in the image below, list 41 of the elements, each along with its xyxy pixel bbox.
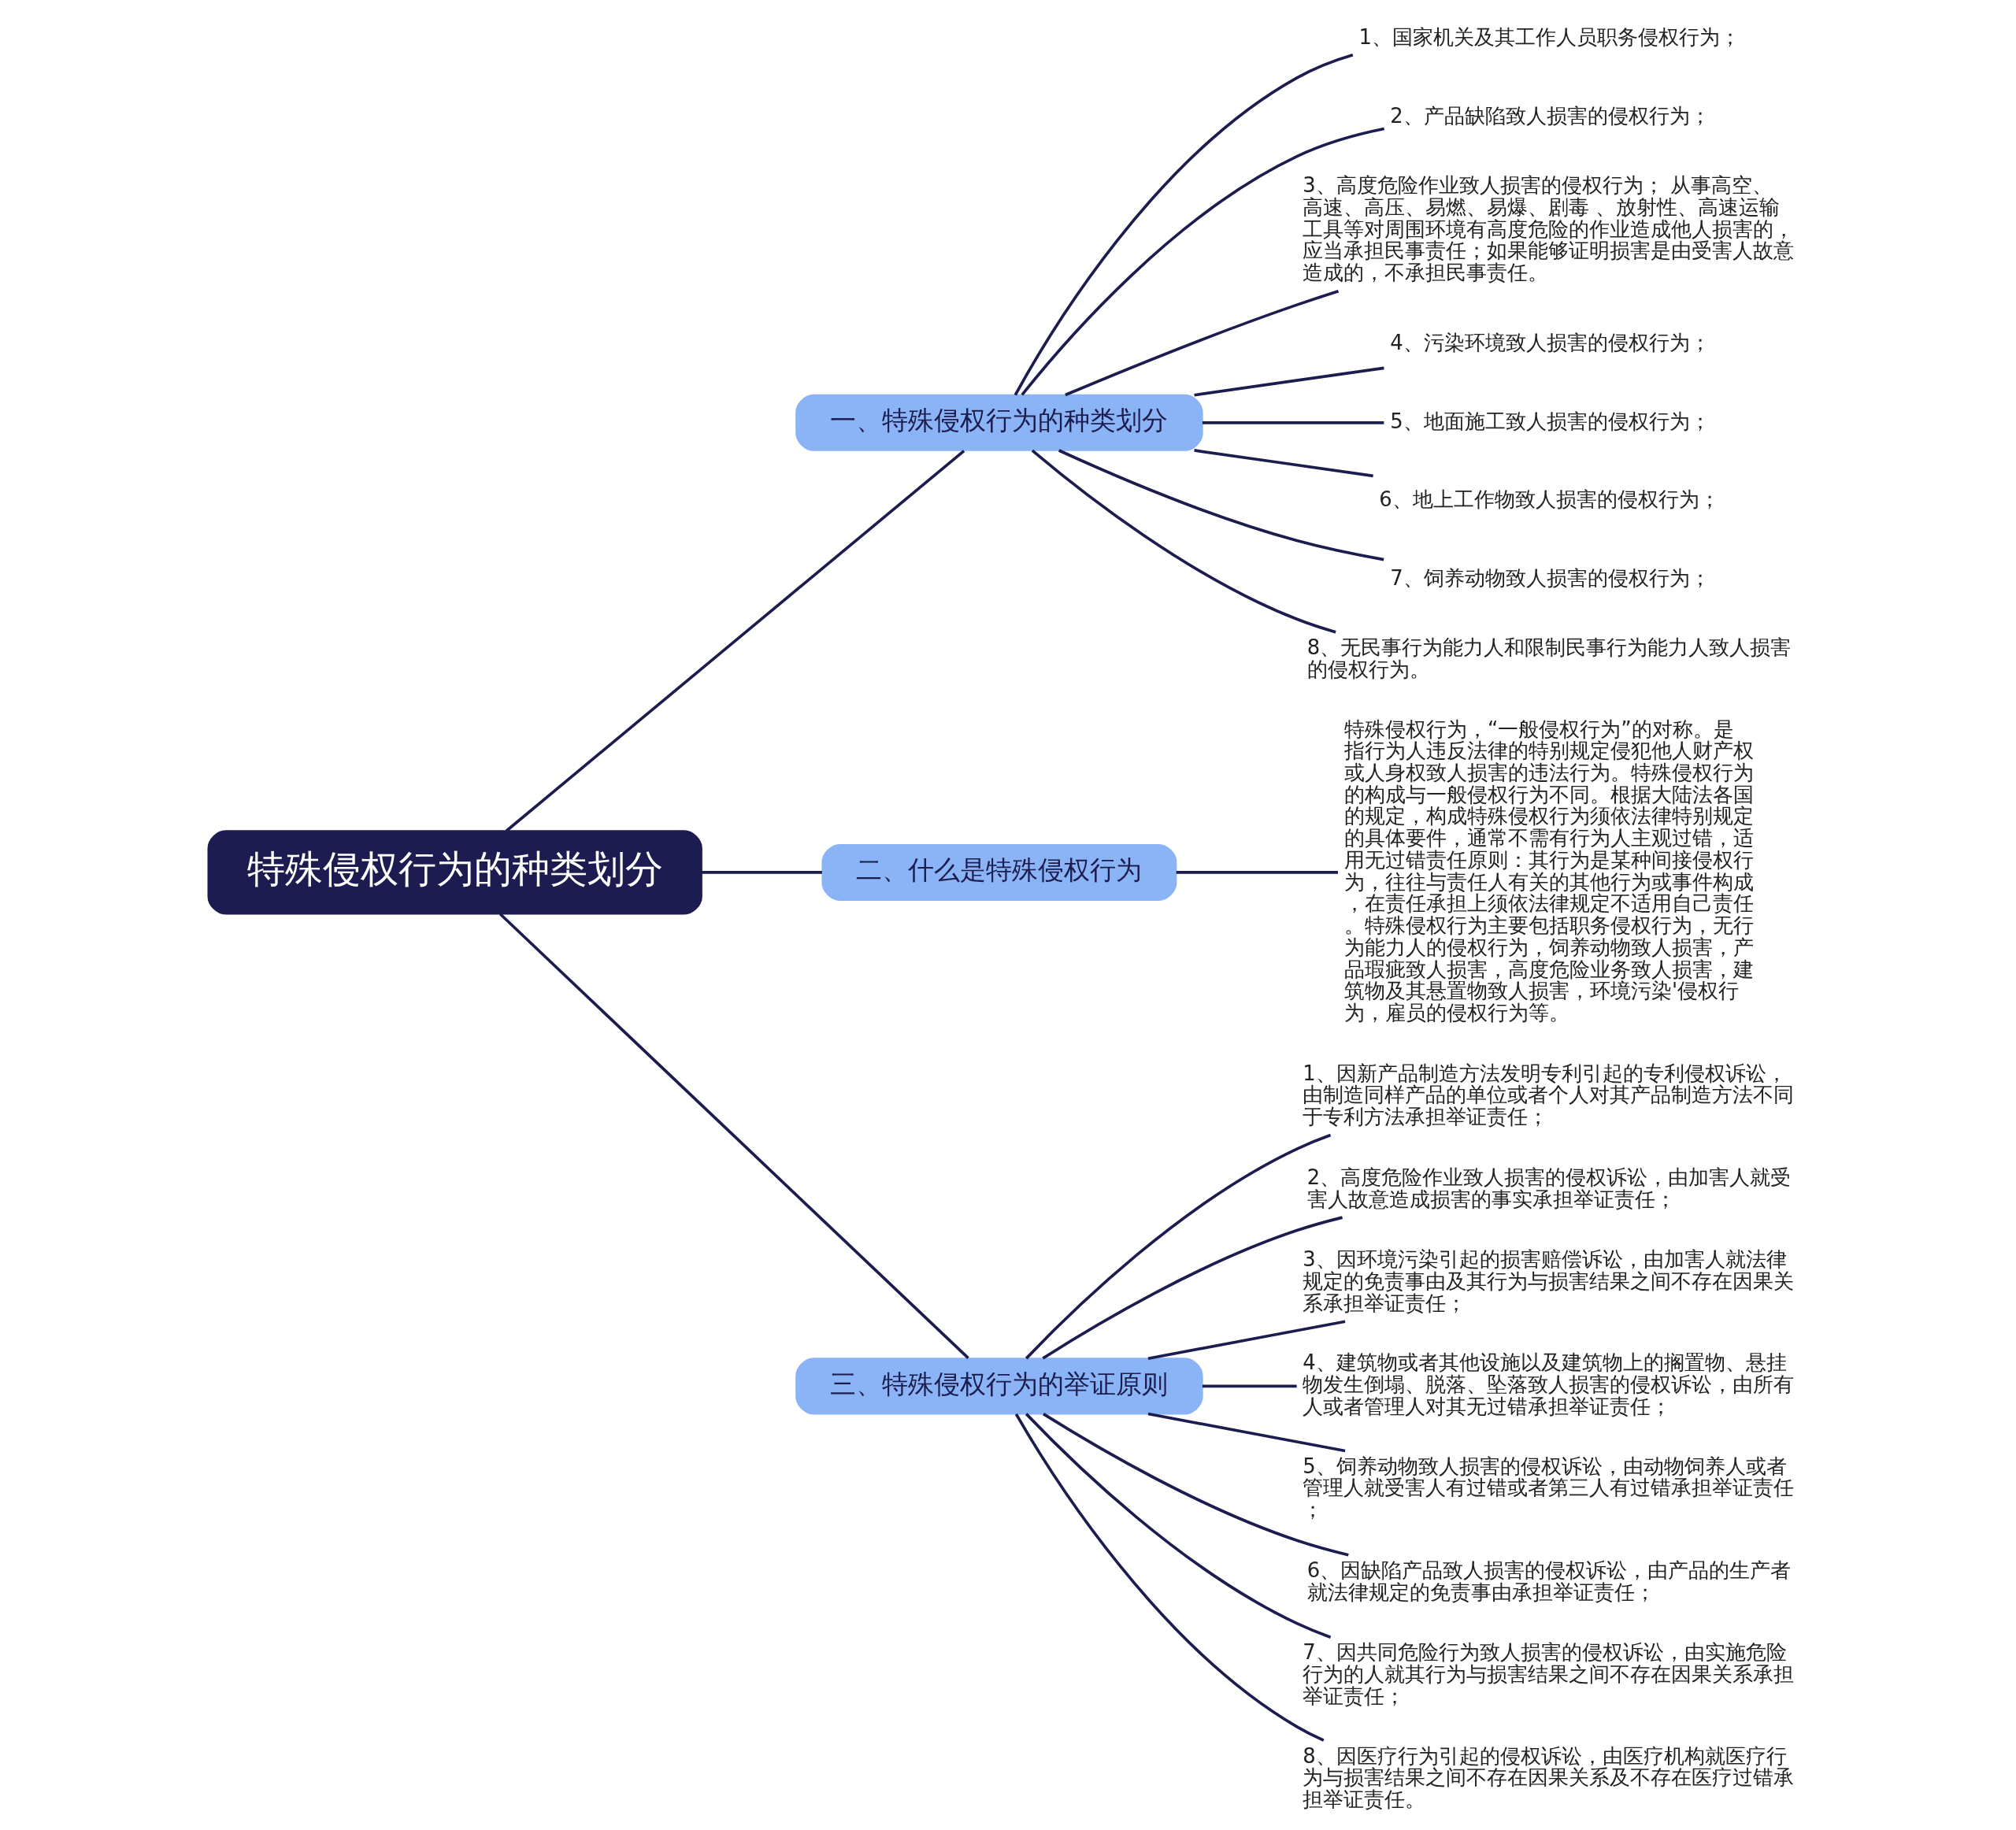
connector (1031, 449, 1336, 634)
node-text: 1、国家机关及其工作人员职务侵权行为； (1358, 24, 1740, 49)
node-text: 特殊侵权行为，“一般侵权行为”的对称。是指行为人违反法律的特别规定侵犯他人财产权或人身权致人损害的违法行为。特殊侵权行为的构成与一般侵权行为不同。根据大陆法各国的规定，构成特殊侵权行为须依法律特别规定的具体要件，通常不需有行为人主观过错，适用无过错责任原则：其行为是某种间接侵权行为，往往与责任人有关的其他行为或事件构成，在责任承担上须依法律规定不适用自己责任。特殊侵权行为主要包括职务侵权行为，无行为能力人的侵权行为，饲养动物致人损害，产品瑕疵致人损害，高度危险业务致人损害，建筑物及其悬置物致人损害，环境污染'侵权行为，雇员的侵权行为等。 (1343, 717, 1754, 1024)
node-text: 6、因缺陷产品致人损害的侵权诉讼，由产品的生产者就法律规定的免责事由承担举证责任； (1306, 1558, 1792, 1604)
node-text: 7、饲养动物致人损害的侵权行为； (1390, 566, 1710, 591)
connector (1194, 366, 1384, 397)
node-text: 4、建筑物或者其他设施以及建筑物上的搁置物、悬挂物发生倒塌、脱落、坠落致人损害的侵权诉讼，由所有人或者管理人对其无过错承担举证责任； (1303, 1350, 1795, 1418)
connector (1065, 289, 1340, 397)
node-text: 7、因共同危险行为致人损害的侵权诉讼，由实施危险行为的人就其行为与损害结果之间不存在因果关系承担举证责任； (1303, 1640, 1795, 1708)
connector (1147, 1412, 1346, 1453)
connector (702, 871, 822, 874)
node-box: 一、特殊侵权行为的种类划分 (795, 394, 1203, 451)
node-text: 3、高度危险作业致人损害的侵权行为； 从事高空、高速、高压、易燃、易爆、剧毒 、放射性、高速运输工具等对周围环境有高度危险的作业造成他人损害的，应当承担民事责任；如果能够证明损害是由受害人故意造成的，不承担民事责任。 (1303, 173, 1795, 285)
connector (505, 450, 965, 832)
node-text: 6、地上工作物致人损害的侵权行为； (1379, 487, 1720, 512)
node-text: 4、污染环境致人损害的侵权行为； (1390, 330, 1710, 354)
node-text: 2、产品缺陷致人损害的侵权行为； (1390, 103, 1710, 128)
node-box: 三、特殊侵权行为的举证原则 (795, 1358, 1203, 1415)
node-box: 二、什么是特殊侵权行为 (821, 843, 1177, 901)
node-text: 8、因医疗行为引起的侵权诉讼，由医疗机构就医疗行为与损害结果之间不存在因果关系及不存在医疗过错承担举证责任。 (1303, 1743, 1795, 1811)
connector (1147, 1320, 1346, 1360)
connector (1043, 1413, 1349, 1557)
node-text: 3、因环境污染引起的损害赔偿诉讼，由加害人就法律规定的免责事由及其行为与损害结果之间不存在因果关系承担举证责任； (1303, 1247, 1795, 1315)
connector (1194, 449, 1373, 478)
node-text: 2、高度危险作业致人损害的侵权诉讼，由加害人就受害人故意造成损害的事实承担举证责任； (1306, 1165, 1792, 1211)
connector (1021, 127, 1385, 396)
connector (1025, 1413, 1332, 1639)
connector (1042, 1216, 1343, 1360)
connector (1058, 449, 1384, 561)
connector (1014, 53, 1354, 396)
connector (1176, 871, 1338, 874)
connector (1202, 1384, 1297, 1388)
connector (1025, 1133, 1332, 1360)
connector (1014, 1413, 1325, 1742)
node-text: 5、饲养动物致人损害的侵权诉讼，由动物饲养人或者管理人就受害人有过错或者第三人有过错承担举证责任； (1303, 1454, 1795, 1522)
node-text: 1、因新产品制造方法发明专利引起的专利侵权诉讼，由制造同样产品的单位或者个人对其产品制造方法不同于专利方法承担举证责任； (1303, 1061, 1795, 1129)
connector (1202, 421, 1384, 424)
node-box: 特殊侵权行为的种类划分 (207, 830, 702, 915)
connector (498, 913, 969, 1360)
node-text: 8、无民事行为能力人和限制民事行为能力人致人损害的侵权行为。 (1306, 635, 1792, 681)
node-text: 5、地面施工致人损害的侵权行为； (1390, 409, 1710, 433)
